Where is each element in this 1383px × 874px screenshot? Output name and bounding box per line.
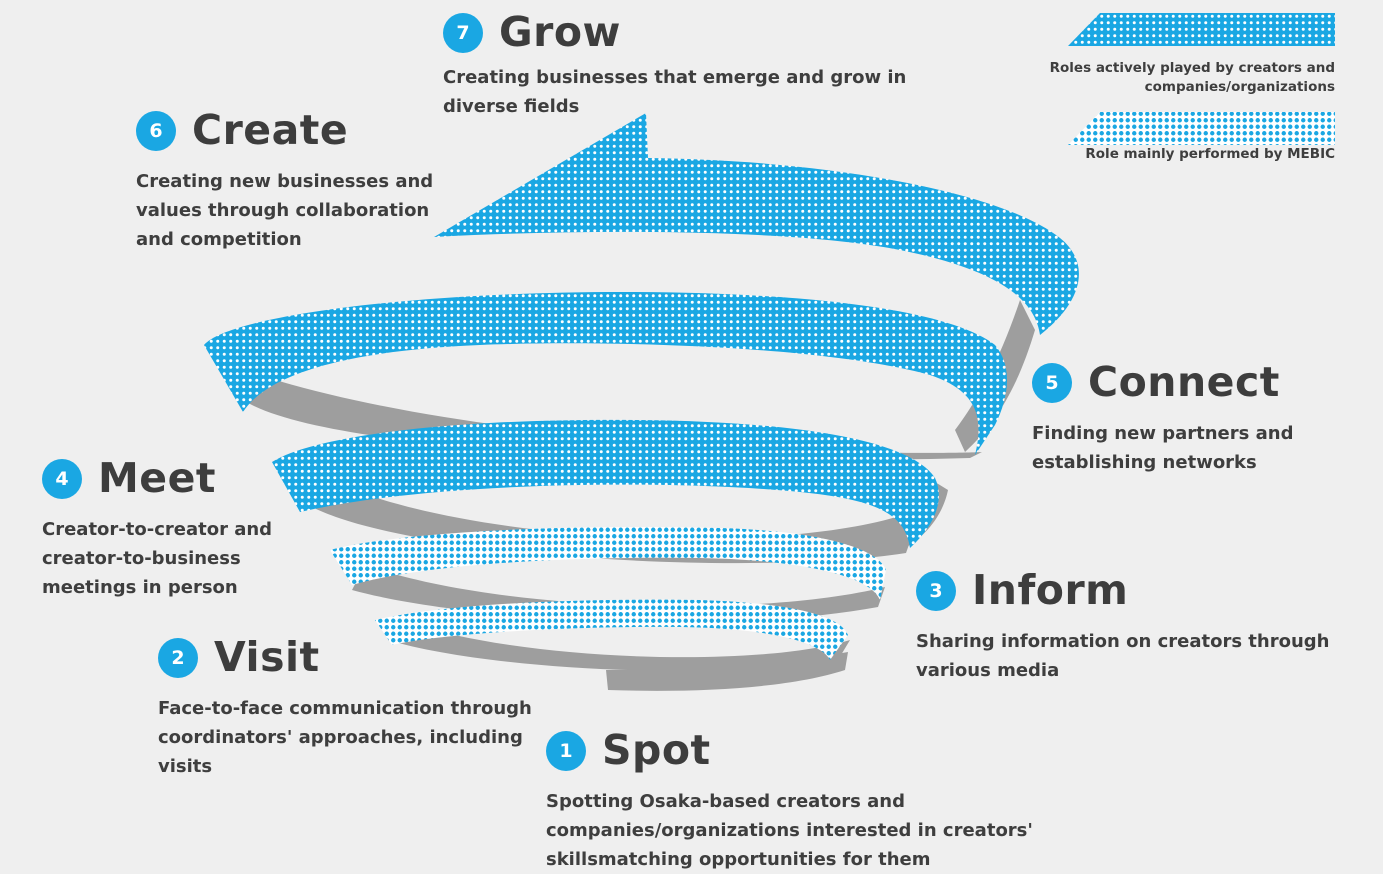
step-description: Creator-to-creator and creator-to-busine… [42, 519, 273, 598]
step-description: Face-to-face communication through coord… [158, 698, 532, 777]
step-visit: 2 Visit Face-to-face communication throu… [158, 637, 538, 781]
step-number-badge: 3 [916, 570, 956, 611]
step-number-badge: 6 [136, 110, 176, 151]
step-title: Spot [602, 726, 711, 774]
step-number-badge: 5 [1032, 362, 1072, 403]
legend-active-label: Roles actively played by creators and co… [1049, 60, 1335, 95]
step-inform: 3 Inform Sharing information on creators… [916, 570, 1356, 685]
step-meet: 4 Meet Creator-to-creator and creator-to… [42, 458, 322, 602]
step-connect: 5 Connect Finding new partners and estab… [1032, 362, 1342, 477]
step-title: Inform [972, 566, 1129, 614]
step-description: Spotting Osaka-based creators and compan… [546, 791, 1033, 870]
step-grow: 7 Grow Creating businesses that emerge a… [443, 12, 913, 121]
step-title: Meet [98, 454, 217, 502]
step-spot: 1 Spot Spotting Osaka-based creators and… [546, 730, 1076, 874]
step-number-badge: 7 [443, 12, 483, 53]
step-number-badge: 2 [158, 637, 198, 678]
step-description: Finding new partners and establishing ne… [1032, 423, 1294, 473]
step-description: Creating new businesses and values throu… [136, 171, 434, 250]
step-number-badge: 1 [546, 730, 586, 771]
ribbon-front-faces [204, 113, 1079, 660]
step-title: Visit [214, 633, 320, 681]
step-description: Sharing information on creators through … [916, 631, 1330, 681]
step-description: Creating businesses that emerge and grow… [443, 67, 907, 117]
legend-mebic-label: Role mainly performed by MEBIC [1085, 146, 1335, 162]
step-create: 6 Create Creating new businesses and val… [136, 110, 466, 254]
step-title: Grow [499, 8, 621, 56]
step-title: Connect [1088, 358, 1280, 406]
legend: Roles actively played by creators and co… [1010, 12, 1335, 164]
step-title: Create [192, 106, 349, 154]
legend-swatch-active [1068, 13, 1335, 46]
step-number-badge: 4 [42, 458, 82, 499]
legend-swatch-mebic [1068, 112, 1335, 145]
